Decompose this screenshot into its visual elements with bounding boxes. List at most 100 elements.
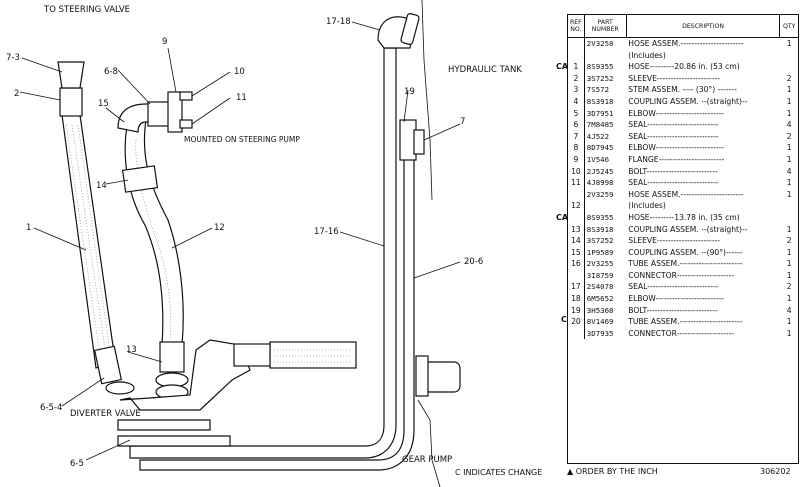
coupling-nut-lower — [105, 381, 135, 395]
part-number-cell: 8S3918 — [586, 224, 614, 234]
tube-20-6 — [139, 149, 415, 471]
qty-cell: 1 — [786, 143, 792, 153]
part-number-cell: 2V3258 — [586, 39, 614, 48]
description-cell: ELBOW------------------------- — [628, 108, 725, 118]
stem-assembly-6-8 — [147, 101, 171, 127]
qty-cell: 1 — [786, 270, 792, 280]
description-cell: SLEEVE----------------------- — [628, 236, 720, 246]
description-cell: COUPLING ASSEM. --(straight)-- — [628, 224, 748, 234]
header-ref-no: REF NO. — [568, 15, 585, 37]
elbow-17-18-flange — [400, 13, 420, 45]
callout-6-5-4: 6-5-4 — [40, 403, 62, 413]
part-number-cell: 3I8759 — [586, 270, 614, 280]
ref-cell: 17 — [568, 281, 585, 294]
part-number-cell: 1V546 — [586, 154, 610, 164]
description-cell: HOSE ASSEM.----------------------- — [628, 39, 744, 48]
table-row: 2V3258 HOSE ASSEM.-----------------------… — [568, 38, 798, 50]
ref-cell — [568, 269, 585, 282]
label-to-steering-valve: TO STEERING VALVE — [43, 5, 130, 15]
callout-17-16: 17-16 — [314, 227, 339, 237]
ref-cell: 3 — [568, 84, 585, 96]
part-number-cell — [585, 50, 626, 62]
qty-cell: 2 — [786, 282, 792, 292]
tank-flange-7 — [413, 129, 425, 155]
parts-table-rows: 2V3258 HOSE ASSEM.-----------------------… — [568, 38, 798, 340]
part-number-cell: 1P9589 — [586, 247, 614, 257]
qty-cell: 1 — [786, 39, 792, 48]
part-number-cell: 8S3918 — [586, 96, 614, 106]
change-mark-3: C — [561, 315, 567, 324]
callout-7-3: 7-3 — [6, 53, 20, 63]
ref-cell: 7 — [568, 130, 585, 143]
qty-cell — [780, 212, 798, 224]
elbow-coupling-15 — [117, 103, 153, 133]
ref-cell: 5 — [568, 107, 585, 120]
callout-10: 10 — [234, 67, 245, 77]
qty-cell: 1 — [786, 328, 792, 338]
description-cell: COUPLING ASSEM. --(straight)-- — [628, 96, 748, 106]
part-number-cell: 7S572 — [586, 85, 610, 95]
ref-cell: 6 — [568, 119, 585, 131]
qty-cell: 2 — [786, 73, 792, 83]
qty-cell: 1 — [786, 189, 792, 199]
hose-horizontal — [269, 341, 357, 369]
callout-1: 1 — [26, 223, 31, 233]
ref-cell: 20 — [568, 316, 585, 328]
header-description: DESCRIPTION — [627, 15, 781, 37]
description-cell: CONNECTOR--------------------- — [628, 270, 735, 280]
ref-cell: 13 — [568, 223, 585, 236]
header-part-number: PART NUMBER — [585, 15, 627, 37]
hose-12 — [124, 119, 184, 346]
flange-9 — [167, 91, 183, 133]
tube-lower-2 — [117, 435, 231, 447]
qty-cell — [780, 200, 798, 212]
description-cell: SEAL-------------------------- — [628, 282, 719, 292]
callout-2: 2 — [14, 89, 19, 99]
part-number-cell: 2S4078 — [586, 282, 614, 292]
bolt-11 — [179, 119, 193, 129]
callout-6-5: 6-5 — [70, 459, 84, 469]
gear-pump-flange — [415, 355, 429, 397]
ref-cell: 4 — [568, 95, 585, 108]
ref-cell: 10 — [568, 165, 585, 178]
part-number-cell: 3D7935 — [586, 328, 614, 338]
ref-cell: 9 — [568, 153, 585, 166]
qty-cell: 1 — [786, 85, 792, 95]
qty-cell: 1 — [786, 259, 792, 269]
label-diverter-valve: DIVERTER VALVE — [70, 409, 141, 419]
bolt-10 — [179, 91, 193, 101]
qty-cell: 1 — [786, 178, 792, 188]
callout-17-18: 17-18 — [326, 17, 351, 27]
part-number-cell: 3H5368 — [586, 305, 614, 315]
callout-20-6: 20-6 — [464, 257, 483, 267]
hose-horizontal-texture — [274, 349, 352, 363]
description-cell: SEAL-------------------------- — [628, 178, 719, 188]
part-number-cell: 4J8998 — [586, 178, 614, 188]
ref-cell: 11 — [568, 177, 585, 189]
qty-cell: 4 — [786, 166, 792, 176]
description-cell: BOLT-------------------------- — [628, 305, 718, 315]
callout-12: 12 — [214, 223, 225, 233]
ref-cell: 14 — [568, 235, 585, 247]
part-number-cell: 8D7945 — [586, 143, 614, 153]
fitting-7-3 — [57, 61, 85, 89]
description-cell: ELBOW------------------------- — [628, 294, 725, 304]
qty-cell: 1 — [786, 224, 792, 234]
description-cell: HOSE---------20.86 in. (53 cm) — [628, 62, 740, 72]
ref-cell — [568, 49, 585, 62]
description-cell: HOSE---------13.78 in. (35 cm) — [628, 212, 740, 222]
callout-7: 7 — [460, 117, 465, 127]
ref-cell — [568, 211, 585, 224]
parts-table-header: REF NO. PART NUMBER DESCRIPTION QTY — [568, 15, 798, 38]
qty-cell: 1 — [786, 247, 792, 257]
description-cell: SLEEVE----------------------- — [628, 73, 720, 83]
